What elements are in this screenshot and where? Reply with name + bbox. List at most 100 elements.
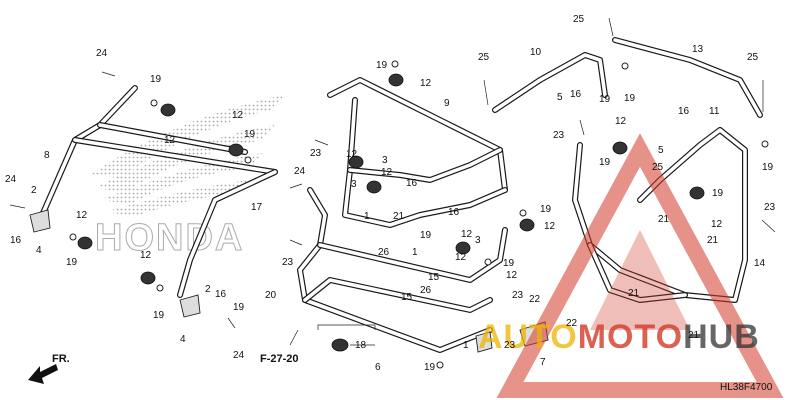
part-callout-19: 19 — [599, 94, 611, 105]
part-callout-24: 24 — [294, 166, 306, 177]
part-callout-3: 3 — [475, 235, 481, 246]
bushing — [160, 103, 176, 117]
part-callout-23: 23 — [310, 148, 322, 159]
part-callout-23: 23 — [764, 202, 776, 213]
part-callout-10: 10 — [530, 47, 542, 58]
bushing — [689, 186, 705, 200]
washer — [436, 361, 444, 369]
part-callout-5: 5 — [557, 92, 563, 103]
part-callout-12: 12 — [615, 116, 627, 127]
washer — [244, 156, 252, 164]
front-direction-arrow: FR. — [28, 353, 70, 384]
bushing — [331, 338, 349, 352]
automotohub-logo — [496, 133, 784, 398]
part-callout-19: 19 — [712, 188, 724, 199]
washer — [761, 140, 769, 148]
washer — [69, 233, 77, 241]
part-callout-1: 1 — [412, 247, 418, 258]
washer — [150, 99, 158, 107]
part-callout-23: 23 — [282, 257, 294, 268]
part-callout-12: 12 — [346, 149, 358, 160]
part-callout-8: 8 — [44, 150, 50, 161]
part-callout-19: 19 — [424, 362, 436, 373]
part-callout-12: 12 — [232, 110, 244, 121]
part-callout-16: 16 — [678, 106, 690, 117]
part-callout-19: 19 — [376, 60, 388, 71]
bushing — [366, 180, 382, 194]
part-callout-21: 21 — [658, 214, 670, 225]
part-callout-19: 19 — [150, 74, 162, 85]
bushing — [348, 155, 364, 169]
part-callout-1: 1 — [364, 211, 370, 222]
part-callout-12: 12 — [76, 210, 88, 221]
part-callout-26: 26 — [420, 285, 432, 296]
washer — [484, 258, 492, 266]
part-callout-12: 12 — [711, 219, 723, 230]
automotohub-watermark: AUTOMOTOHUB — [478, 318, 760, 356]
part-callout-19: 19 — [153, 310, 165, 321]
part-callout-21: 21 — [628, 288, 640, 299]
diagram-code: HL38F4700 — [720, 382, 773, 393]
part-callout-24: 24 — [5, 174, 17, 185]
part-callout-16: 16 — [406, 178, 418, 189]
part-callout-25: 25 — [652, 162, 664, 173]
part-callout-24: 24 — [233, 350, 245, 361]
bracket — [475, 331, 493, 353]
bushing — [140, 271, 156, 285]
part-callout-15: 15 — [401, 292, 413, 303]
part-callout-25: 25 — [573, 14, 585, 25]
part-callout-13: 13 — [692, 44, 704, 55]
rear-upper-bar-13 — [612, 37, 763, 118]
bolts — [9, 17, 776, 329]
washer — [621, 62, 629, 70]
washer — [156, 284, 164, 292]
part-callout-12: 12 — [544, 221, 556, 232]
washer — [519, 209, 527, 217]
bushing — [77, 236, 93, 250]
center-seat-frame — [327, 77, 508, 228]
part-callout-3: 3 — [382, 155, 388, 166]
part-callout-23: 23 — [512, 290, 524, 301]
part-callout-18: 18 — [355, 340, 367, 351]
part-callout-26: 26 — [378, 247, 390, 258]
part-callout-16: 16 — [10, 235, 22, 246]
part-callout-2: 2 — [205, 284, 211, 295]
part-callout-22: 22 — [566, 318, 578, 329]
part-callout-19: 19 — [244, 129, 256, 140]
part-callout-19: 19 — [540, 204, 552, 215]
part-callout-4: 4 — [36, 245, 42, 256]
part-callout-23: 23 — [553, 130, 565, 141]
part-callout-12: 12 — [164, 135, 176, 146]
bushing — [612, 141, 628, 155]
bushings — [69, 60, 769, 369]
ref-18-box — [317, 324, 376, 346]
part-callout-22: 22 — [529, 294, 541, 305]
part-callout-4: 4 — [180, 334, 186, 345]
part-callout-5: 5 — [658, 145, 664, 156]
part-callout-19: 19 — [233, 302, 245, 313]
part-callout-6: 6 — [375, 362, 381, 373]
part-callout-19: 19 — [503, 258, 515, 269]
part-callout-19: 19 — [420, 230, 432, 241]
part-callout-16: 16 — [570, 89, 582, 100]
washer — [391, 60, 399, 68]
part-callout-12: 12 — [381, 167, 393, 178]
part-callout-12: 12 — [506, 270, 518, 281]
part-callout-19: 19 — [66, 257, 78, 268]
part-callout-20: 20 — [265, 290, 277, 301]
part-callout-24: 24 — [96, 48, 108, 59]
part-callout-11: 11 — [709, 106, 720, 117]
part-callout-2: 2 — [31, 185, 37, 196]
reference-label: F-27-20 — [260, 353, 299, 365]
part-callout-15: 15 — [428, 272, 440, 283]
part-callout-12: 12 — [140, 250, 152, 261]
part-callout-16: 16 — [448, 207, 460, 218]
front-arrow-icon — [28, 364, 58, 384]
part-callout-19: 19 — [599, 157, 611, 168]
part-callout-9: 9 — [444, 98, 450, 109]
part-callout-12: 12 — [420, 78, 432, 89]
part-callout-23: 23 — [504, 340, 516, 351]
lower-base-frame — [297, 187, 508, 353]
